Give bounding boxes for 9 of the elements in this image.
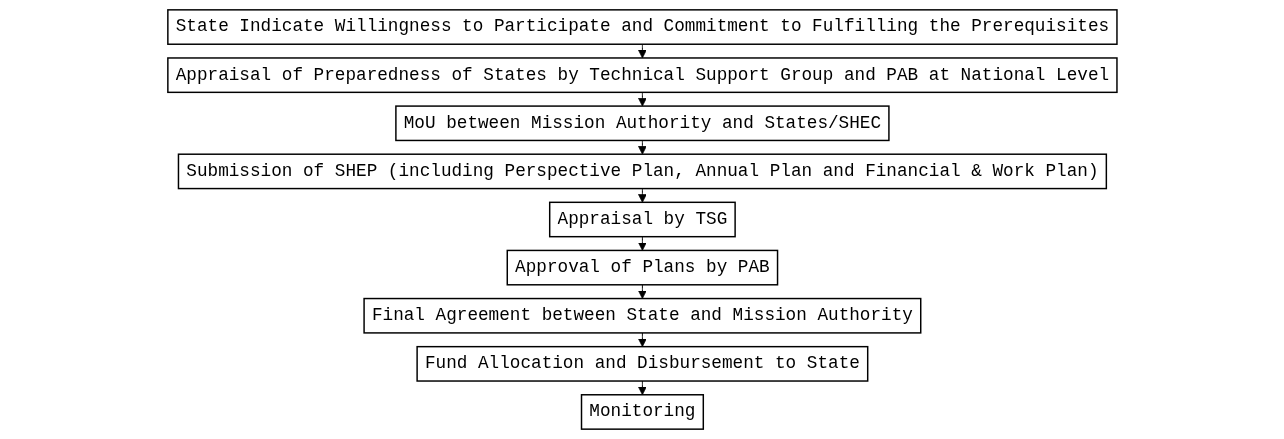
node-box: Appraisal of Preparedness of States by Technical Support Group and PAB at National Level <box>166 57 1118 94</box>
node-box: Fund Allocation and Disbursement to State <box>415 345 869 382</box>
node-box: Final Agreement between State and Mission Authority <box>362 297 922 334</box>
node-box: Submission of SHEP (including Perspective Plan, Annual Plan and Financial & Work Plan) <box>177 153 1107 190</box>
node-box: Monitoring <box>580 394 704 430</box>
node-box: State Indicate Willingness to Participate and Commitment to Fulfilling the Prerequisites <box>166 9 1118 45</box>
node-box: Approval of Plans by PAB <box>506 249 778 286</box>
node-box: MoU between Mission Authority and States/SHEC <box>394 105 890 142</box>
node-box: Appraisal by TSG <box>548 201 736 238</box>
